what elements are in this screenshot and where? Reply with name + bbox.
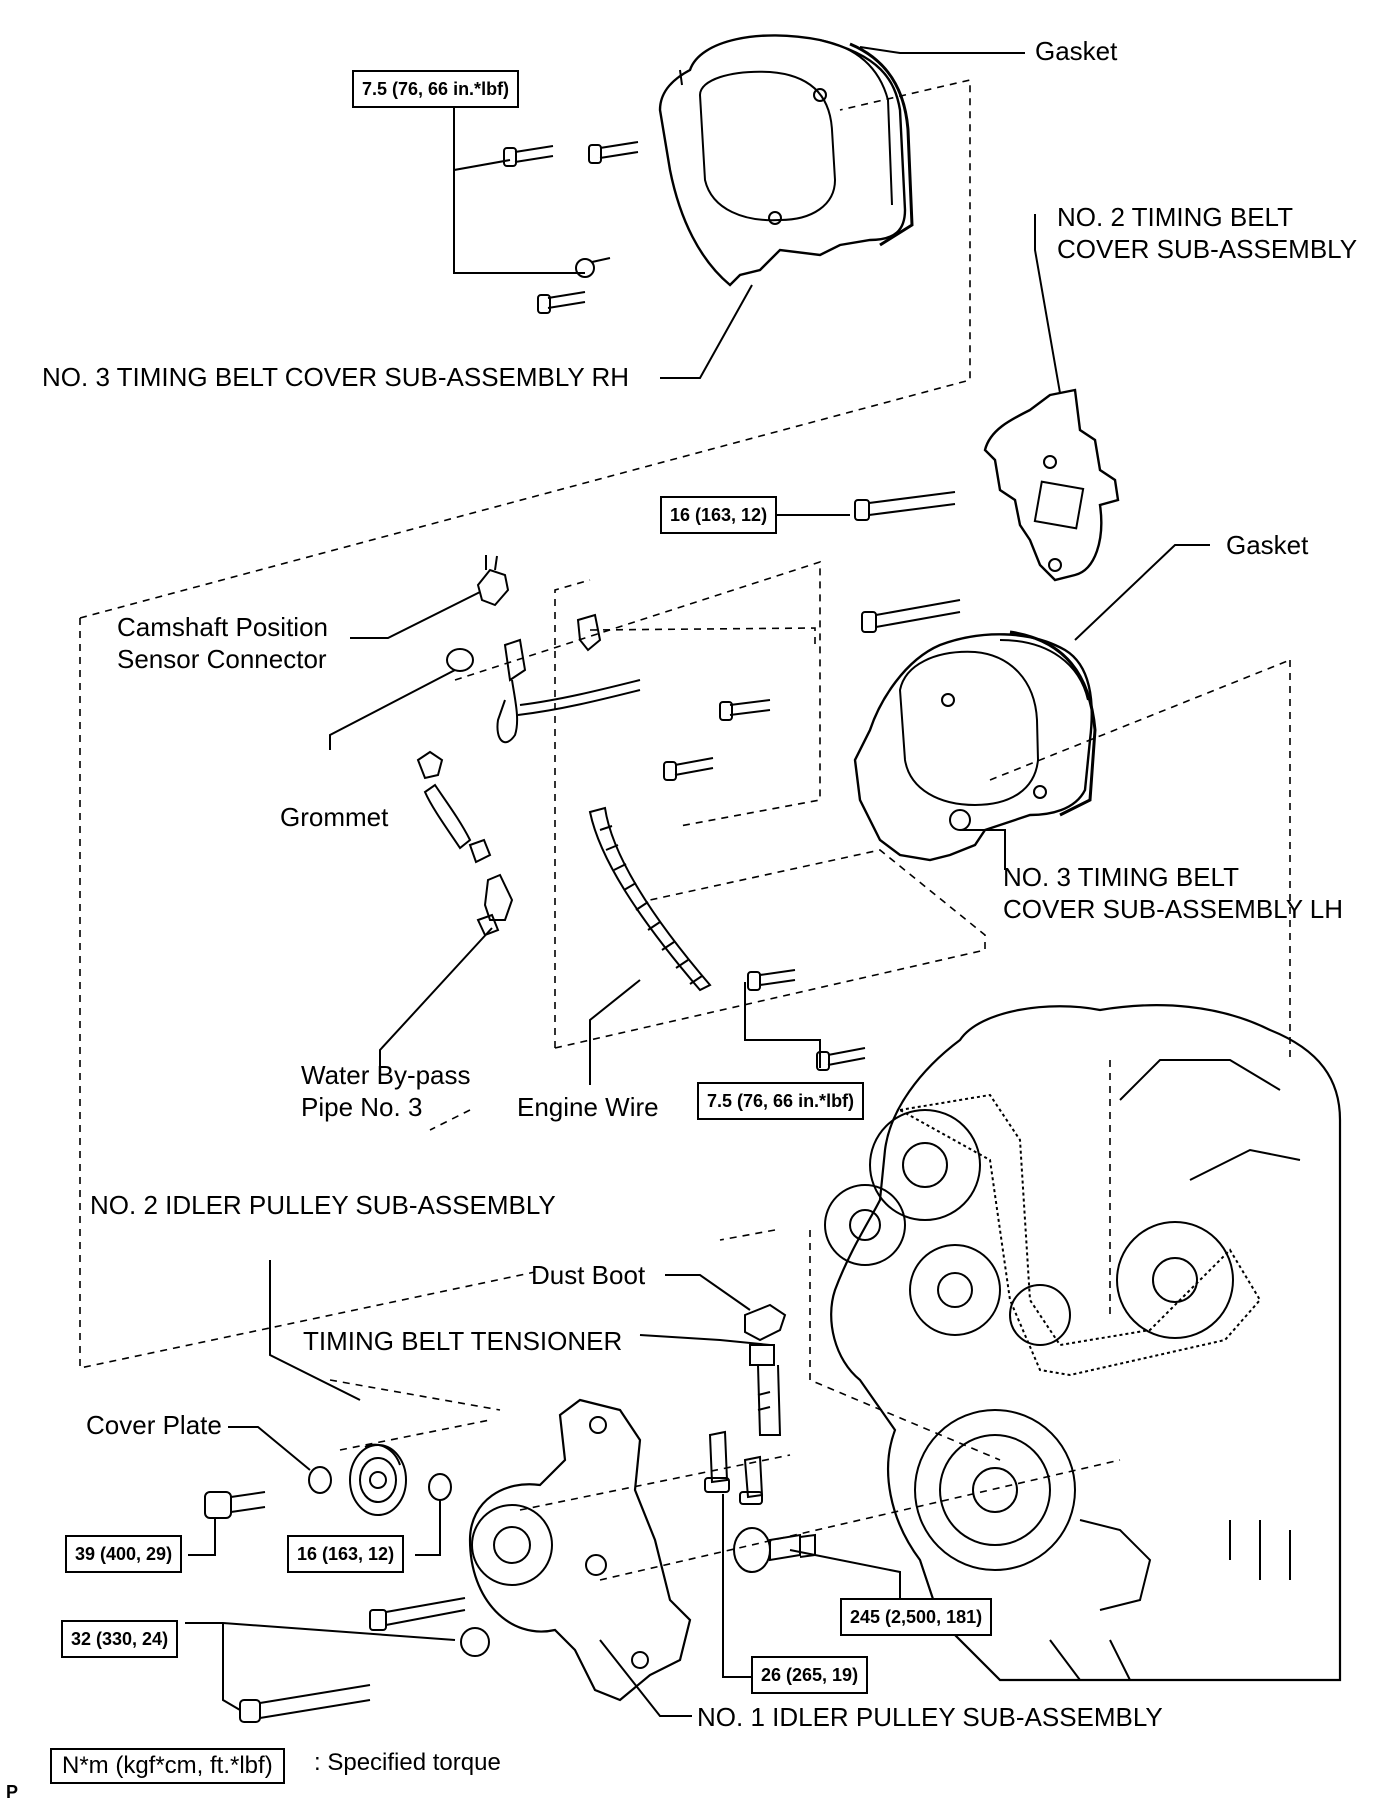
cover-plate-drawing [308, 1466, 332, 1494]
legend-torque-unit-box: N*m (kgf*cm, ft.*lbf) [50, 1748, 285, 1784]
no2-idler-label: NO. 2 IDLER PULLEY SUB-ASSEMBLY [90, 1190, 556, 1220]
crank-bolt-drawing [733, 1527, 816, 1573]
grommet-drawing [446, 648, 474, 672]
dust-boot-label: Dust Boot [531, 1260, 646, 1290]
cover-plate-label: Cover Plate [86, 1410, 222, 1440]
torque-box-bottom-left: 32 (330, 24) [61, 1620, 179, 1658]
collar-drawing [428, 1473, 452, 1501]
top-bolts [503, 141, 639, 314]
grommet-label: Grommet [280, 802, 389, 832]
torque-box-idler2: 16 (163, 12) [287, 1535, 405, 1573]
legend-description: : Specified torque [314, 1749, 501, 1776]
bottom-left-bolts [204, 1491, 490, 1723]
water-pipe-drawing [416, 750, 514, 937]
no2-cover-drawing [983, 388, 1120, 582]
lh-cover-bolts [663, 699, 866, 1071]
water-pipe-label-line2: Pipe No. 3 [301, 1092, 423, 1122]
no3-cover-rh-drawing [658, 34, 914, 287]
no2-cover-label-line2: COVER SUB-ASSEMBLY [1057, 234, 1358, 264]
torque-box-crank: 245 (2,500, 181) [840, 1598, 993, 1636]
torque-box-lh: 7.5 (76, 66 in.*lbf) [697, 1082, 865, 1120]
assembly-guide-lines [79, 78, 1291, 1581]
water-pipe-label-line1: Water By-pass [301, 1060, 471, 1090]
torque-box-tensioner: 26 (265, 19) [751, 1656, 869, 1694]
engine-wire-drawing [588, 806, 712, 992]
camshaft-sensor-drawing [476, 555, 641, 744]
camshaft-sensor-label-line1: Camshaft Position [117, 612, 328, 642]
no2-idler-drawing [349, 1443, 407, 1516]
tensioner-label: TIMING BELT TENSIONER [303, 1326, 623, 1356]
torque-box-top: 7.5 (76, 66 in.*lbf) [352, 70, 520, 108]
torque-box-cover-plate: 39 (400, 29) [65, 1535, 183, 1573]
gasket-top-label: Gasket [1035, 36, 1118, 66]
engine-wire-label: Engine Wire [517, 1092, 659, 1122]
no3-cover-rh-label: NO. 3 TIMING BELT COVER SUB-ASSEMBLY RH [42, 362, 630, 392]
corner-mark: P [6, 1782, 19, 1802]
engine-block-drawing [824, 1004, 1342, 1682]
no3-cover-lh-drawing [853, 630, 1097, 862]
no2-cover-bolts [854, 491, 961, 633]
no2-cover-label-line1: NO. 2 TIMING BELT [1057, 202, 1293, 232]
no3-cover-lh-label-line2: COVER SUB-ASSEMBLY LH [1003, 894, 1344, 924]
camshaft-sensor-label-line2: Sensor Connector [117, 644, 327, 674]
no1-idler-drawing [468, 1398, 692, 1702]
no1-idler-label: NO. 1 IDLER PULLEY SUB-ASSEMBLY [697, 1702, 1163, 1732]
tensioner-drawing [704, 1303, 787, 1505]
torque-box-no2-cover: 16 (163, 12) [660, 496, 778, 534]
leader-lines [185, 46, 1210, 1717]
gasket-mid-label: Gasket [1226, 530, 1309, 560]
no3-cover-lh-label-line1: NO. 3 TIMING BELT [1003, 862, 1239, 892]
